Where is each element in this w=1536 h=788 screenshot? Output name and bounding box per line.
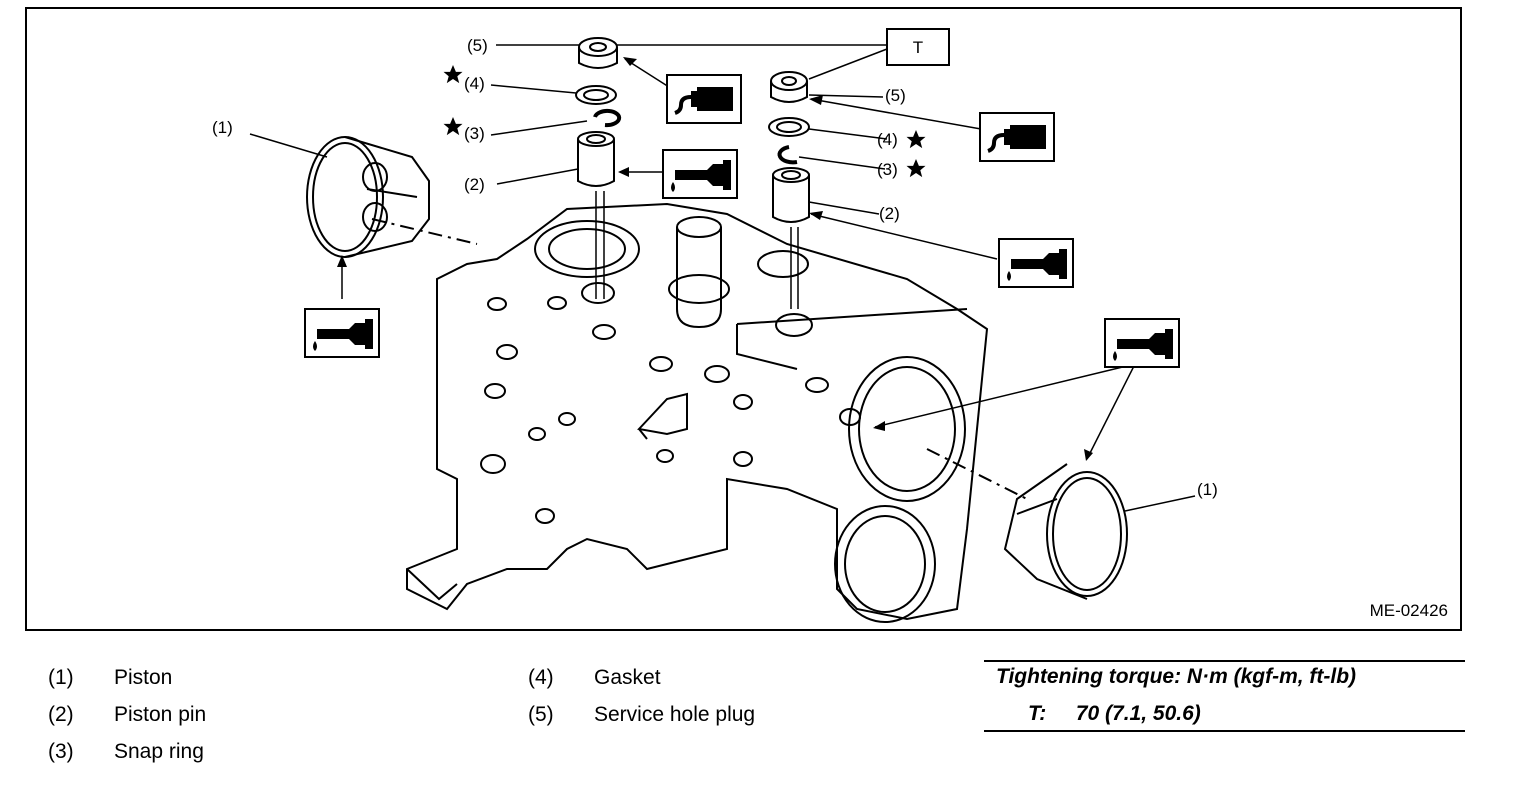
- torque-spec: Tightening torque: N·m (kgf-m, ft-lb) T:…: [984, 660, 1465, 732]
- legend-number: (5): [528, 703, 554, 726]
- star-icon: [906, 159, 926, 178]
- callout-gasket-left: (4): [464, 74, 485, 93]
- legend-item: (5) Service hole plug: [528, 696, 755, 733]
- legend-item: (1) Piston: [48, 659, 206, 696]
- torque-value: 70 (7.1, 50.6): [1075, 702, 1201, 725]
- legend-item: (2) Piston pin: [48, 696, 206, 733]
- sealant-tube-icon: [978, 111, 1056, 163]
- torque-label: T:: [1028, 702, 1047, 725]
- star-icon: [443, 65, 463, 84]
- callout-plug-right: (5): [885, 86, 906, 105]
- legend-label: Snap ring: [114, 740, 204, 763]
- diagram-drawing: T (5) (4) (3) (2) (1) (5) (4) (3) (2) (1…: [212, 28, 1218, 623]
- right-piston: [926, 448, 1128, 600]
- left-part-stack: [575, 37, 621, 299]
- oil-can-icon: [304, 308, 380, 358]
- right-part-stack: [768, 71, 810, 309]
- callout-plug-left: (5): [467, 36, 488, 55]
- star-icon: [443, 117, 463, 136]
- torque-value-row: T: 70 (7.1, 50.6): [1028, 702, 1201, 726]
- callout-snap-left: (3): [464, 124, 485, 143]
- left-piston: [306, 136, 478, 258]
- legend-column-2: (4) Gasket (5) Service hole plug: [528, 659, 755, 733]
- torque-box: [886, 28, 950, 66]
- sealant-tube-icon: [665, 73, 743, 125]
- figure-id: ME-02426: [1369, 601, 1448, 620]
- engine-block: [406, 202, 989, 623]
- legend-number: (3): [48, 740, 74, 763]
- legend-label: Service hole plug: [594, 703, 756, 726]
- legend-item: (3) Snap ring: [48, 733, 206, 770]
- callout-pin-left: (2): [464, 175, 485, 194]
- callout-piston-right: (1): [1197, 480, 1218, 499]
- callout-pin-right: (2): [879, 204, 900, 223]
- torque-heading: Tightening torque: N·m (kgf-m, ft-lb): [996, 665, 1357, 688]
- legend-number: (2): [48, 703, 74, 726]
- oil-can-icon: [1104, 318, 1180, 368]
- legend-label: Piston pin: [114, 703, 207, 726]
- legend-label: Piston: [114, 666, 173, 689]
- callout-snap-right: (3): [877, 160, 898, 179]
- callout-gasket-right: (4): [877, 130, 898, 149]
- legend-item: (4) Gasket: [528, 659, 755, 696]
- oil-can-icon: [998, 238, 1074, 288]
- arrow-heads: [337, 57, 1093, 461]
- exploded-diagram: T (5) (4) (3) (2) (1) (5) (4) (3) (2) (1…: [25, 7, 1462, 631]
- legend-number: (1): [48, 666, 74, 689]
- star-icon: [906, 130, 926, 149]
- callout-piston-left: (1): [212, 118, 233, 137]
- leader-lines: [249, 44, 1196, 512]
- legend-number: (4): [528, 666, 554, 689]
- oil-can-icon: [662, 149, 738, 199]
- legend-column-1: (1) Piston (2) Piston pin (3) Snap ring: [48, 659, 206, 770]
- legend-label: Gasket: [594, 666, 661, 689]
- torque-box-label: T: [913, 38, 923, 57]
